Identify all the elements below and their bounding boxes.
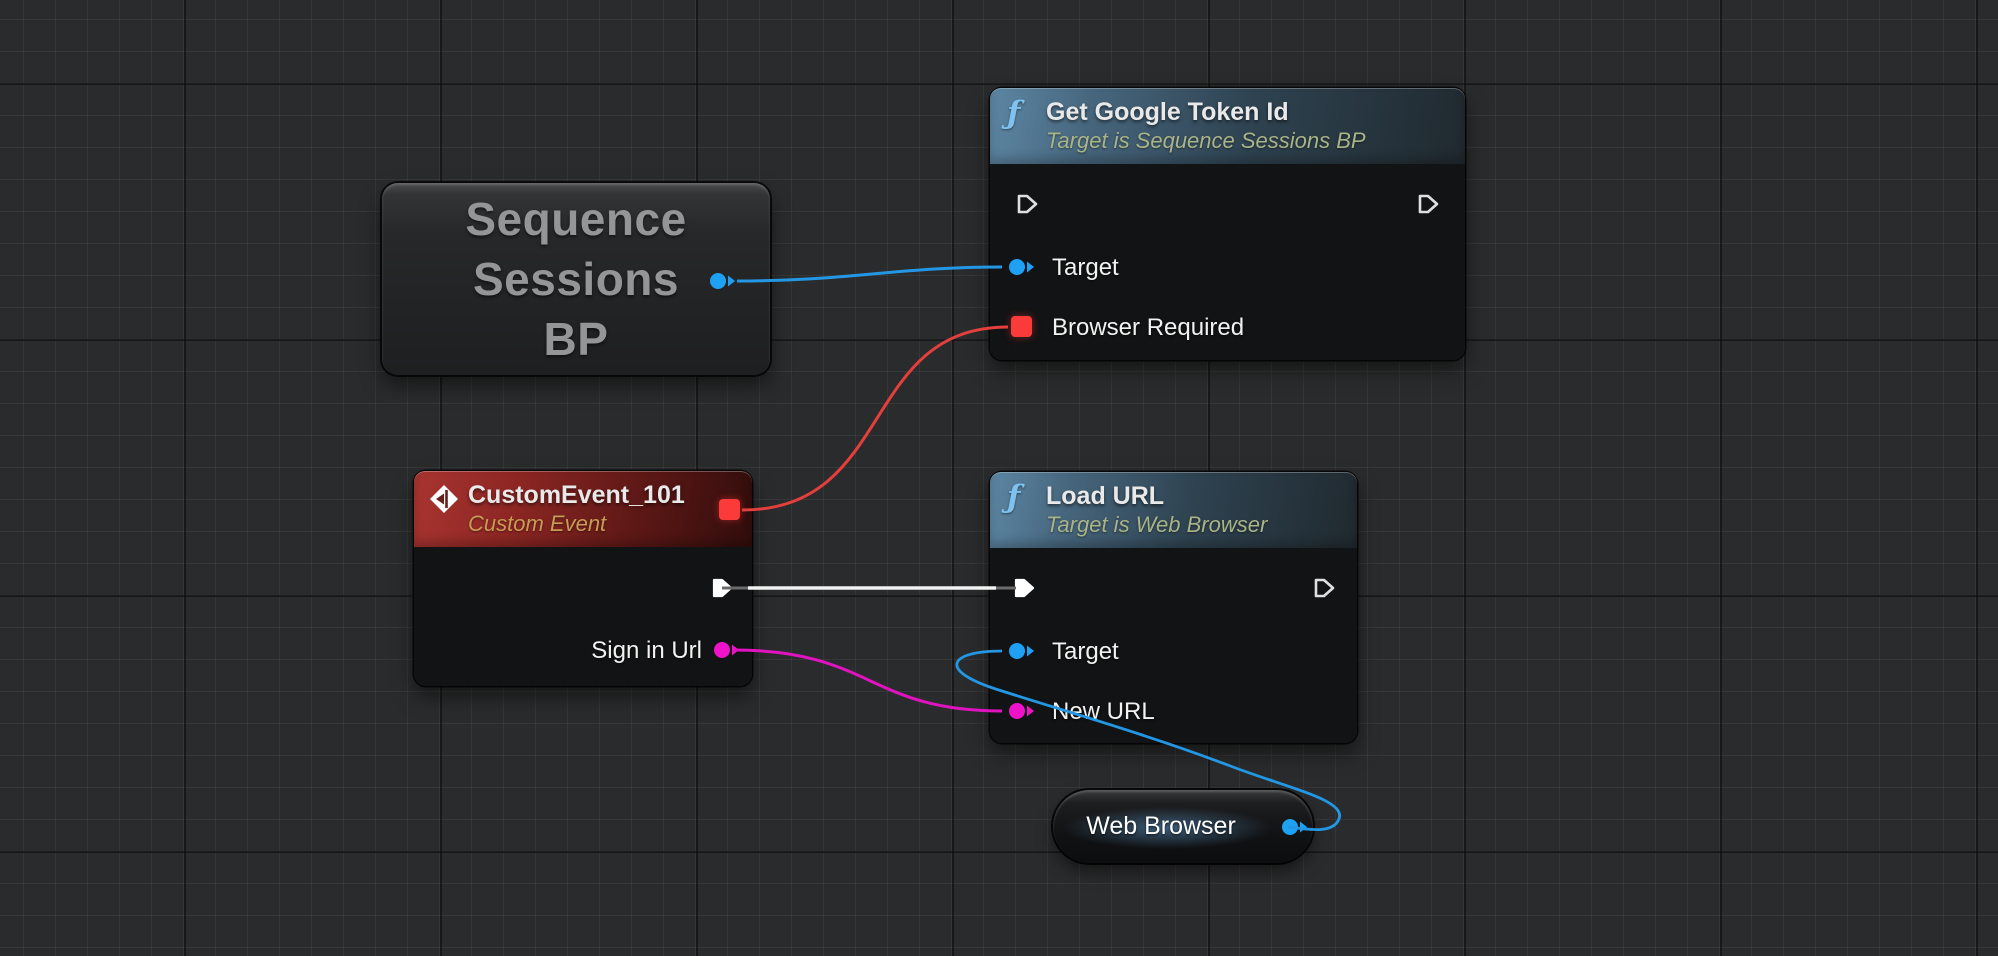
- node-subtitle: Target is Sequence Sessions BP: [1046, 128, 1366, 153]
- node-header: ƒ Load URL Target is Web Browser: [990, 472, 1357, 548]
- node-sequence-sessions-bp[interactable]: Sequence Sessions BP: [382, 183, 770, 375]
- node-get-google-token-id[interactable]: ƒ Get Google Token Id Target is Sequence…: [990, 88, 1465, 360]
- exec-arrow-pin-icon: [1418, 194, 1439, 214]
- exec-input-pin[interactable]: [1015, 192, 1039, 221]
- node-subtitle: Target is Web Browser: [1046, 512, 1268, 537]
- pin-label-target: Target: [1052, 254, 1119, 281]
- new-url-input-pin[interactable]: [1008, 702, 1036, 725]
- pin-label-target: Target: [1052, 638, 1119, 665]
- node-header: ƒ Get Google Token Id Target is Sequence…: [990, 88, 1465, 164]
- exec-input-pin[interactable]: [1012, 576, 1036, 605]
- node-subtitle: Custom Event: [468, 511, 607, 536]
- sign-in-url-output-pin[interactable]: [713, 641, 741, 664]
- data-circle-pin-icon: [1282, 819, 1307, 835]
- custom-event-diamond-icon: [429, 484, 459, 519]
- function-icon: ƒ: [1007, 95, 1021, 131]
- variable-name-line: BP: [543, 313, 609, 365]
- pin-label-sign-in-url: Sign in Url: [591, 637, 702, 664]
- data-circle-pin-icon: [1009, 703, 1034, 719]
- node-title: Load URL: [1046, 482, 1165, 510]
- delegate-output-pin[interactable]: [719, 499, 740, 520]
- exec-arrow-pin-icon: [1014, 578, 1035, 598]
- node-title: CustomEvent_101: [468, 481, 685, 509]
- data-circle-pin-icon: [1009, 643, 1034, 659]
- variable-get-label: Web Browser: [1086, 812, 1236, 840]
- wire-string-signinurl-to-newurl[interactable]: [733, 648, 1003, 713]
- pin-label-new-url: New URL: [1052, 698, 1155, 725]
- data-circle-pin-icon: [710, 273, 735, 289]
- exec-arrow-pin-icon: [712, 578, 733, 598]
- node-custom-event-101[interactable]: CustomEvent_101 Custom Event Sign in Url: [414, 471, 752, 686]
- exec-arrow-pin-icon: [1314, 578, 1335, 598]
- function-icon: ƒ: [1007, 479, 1021, 515]
- output-pin-sequence-sessions-ref[interactable]: [709, 272, 737, 295]
- wire-red-delegate-to-browser-required[interactable]: [741, 325, 1009, 512]
- exec-output-pin[interactable]: [710, 576, 734, 605]
- node-load-url[interactable]: ƒ Load URL Target is Web Browser Target: [990, 472, 1357, 743]
- node-title: Get Google Token Id: [1046, 98, 1289, 126]
- variable-name-line: Sessions: [473, 253, 679, 305]
- web-browser-output-pin[interactable]: [1281, 818, 1309, 841]
- wire-object-sequencesessions-to-target[interactable]: [736, 265, 1003, 283]
- node-header: CustomEvent_101 Custom Event: [414, 471, 752, 547]
- data-circle-pin-icon: [714, 642, 739, 658]
- data-circle-pin-icon: [1009, 259, 1034, 275]
- exec-output-pin[interactable]: [1312, 576, 1336, 605]
- exec-arrow-pin-icon: [1017, 194, 1038, 214]
- pin-label-browser-required: Browser Required: [1052, 314, 1245, 341]
- target-input-pin[interactable]: [1008, 258, 1036, 281]
- browser-required-input-pin[interactable]: [1011, 316, 1032, 337]
- variable-name-line: Sequence: [465, 193, 687, 245]
- target-input-pin[interactable]: [1008, 642, 1036, 665]
- node-web-browser[interactable]: Web Browser: [1053, 790, 1313, 863]
- exec-output-pin[interactable]: [1416, 192, 1440, 221]
